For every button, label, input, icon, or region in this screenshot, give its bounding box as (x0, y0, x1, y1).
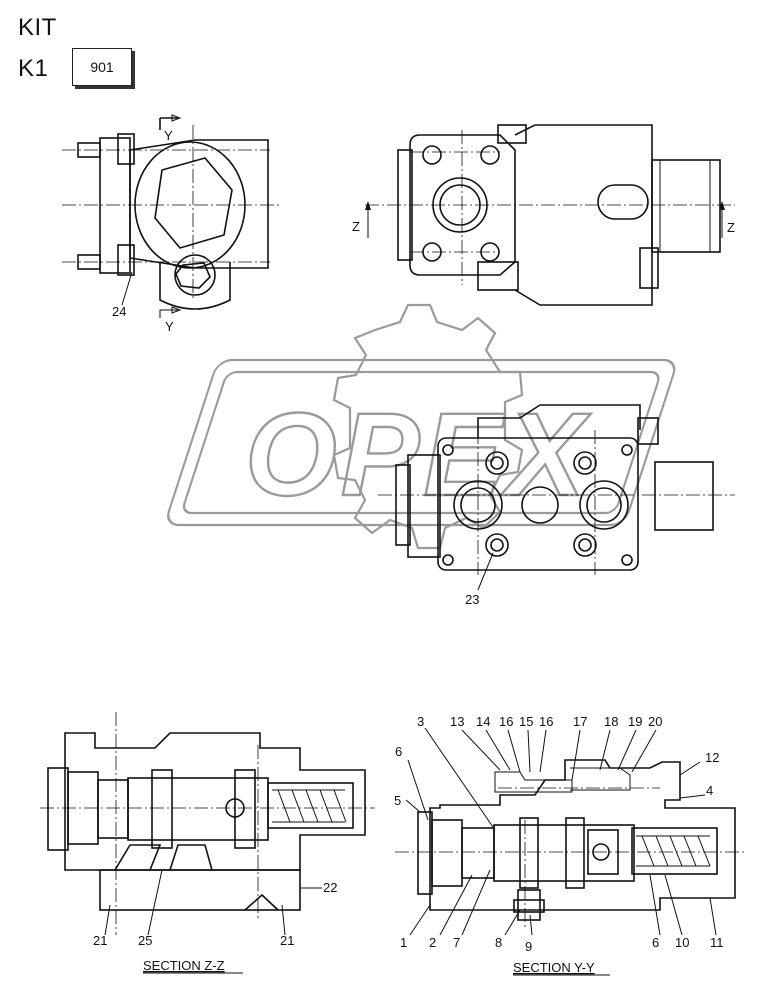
callout-20: 20 (648, 714, 662, 729)
callout-6-top: 6 (395, 744, 402, 759)
callout-3: 3 (417, 714, 424, 729)
callout-15: 15 (519, 714, 533, 729)
callout-5: 5 (394, 793, 401, 808)
section-yy-caption: SECTION Y-Y (513, 960, 595, 975)
callout-19: 19 (628, 714, 642, 729)
section-arrow-y-top: Y (164, 128, 173, 143)
section-arrow-z-right: Z (727, 220, 735, 235)
callout-23: 23 (465, 592, 479, 607)
callout-8: 8 (495, 935, 502, 950)
view-middle (378, 404, 735, 591)
section-arrow-y-bottom: Y (165, 319, 174, 334)
callout-13: 13 (450, 714, 464, 729)
callout-24: 24 (112, 304, 126, 319)
section-zz-drawing (40, 712, 375, 936)
callout-21-right: 21 (280, 933, 294, 948)
callout-7: 7 (453, 935, 460, 950)
callout-22: 22 (323, 880, 337, 895)
section-arrow-z-left: Z (352, 219, 360, 234)
callout-21-left: 21 (93, 933, 107, 948)
callout-1: 1 (400, 935, 407, 950)
kit-code: K1 (18, 55, 49, 82)
kit-badge: 901 (72, 48, 132, 86)
callout-18: 18 (604, 714, 618, 729)
callout-4: 4 (706, 783, 713, 798)
callout-14: 14 (476, 714, 490, 729)
callout-6-bottom: 6 (652, 935, 659, 950)
callout-12: 12 (705, 750, 719, 765)
callout-2: 2 (429, 935, 436, 950)
callout-9: 9 (525, 939, 532, 954)
callout-16-b: 16 (539, 714, 553, 729)
callout-25: 25 (138, 933, 152, 948)
section-yy-drawing (395, 727, 745, 936)
kit-title: KIT (18, 14, 57, 41)
callout-16-a: 16 (499, 714, 513, 729)
callout-11: 11 (710, 935, 724, 950)
view-top-right (365, 124, 735, 306)
section-zz-caption: SECTION Z-Z (143, 958, 225, 973)
callout-17: 17 (573, 714, 587, 729)
watermark-logo: OPEX (167, 303, 676, 550)
callout-10: 10 (675, 935, 689, 950)
view-top-left (62, 114, 280, 318)
